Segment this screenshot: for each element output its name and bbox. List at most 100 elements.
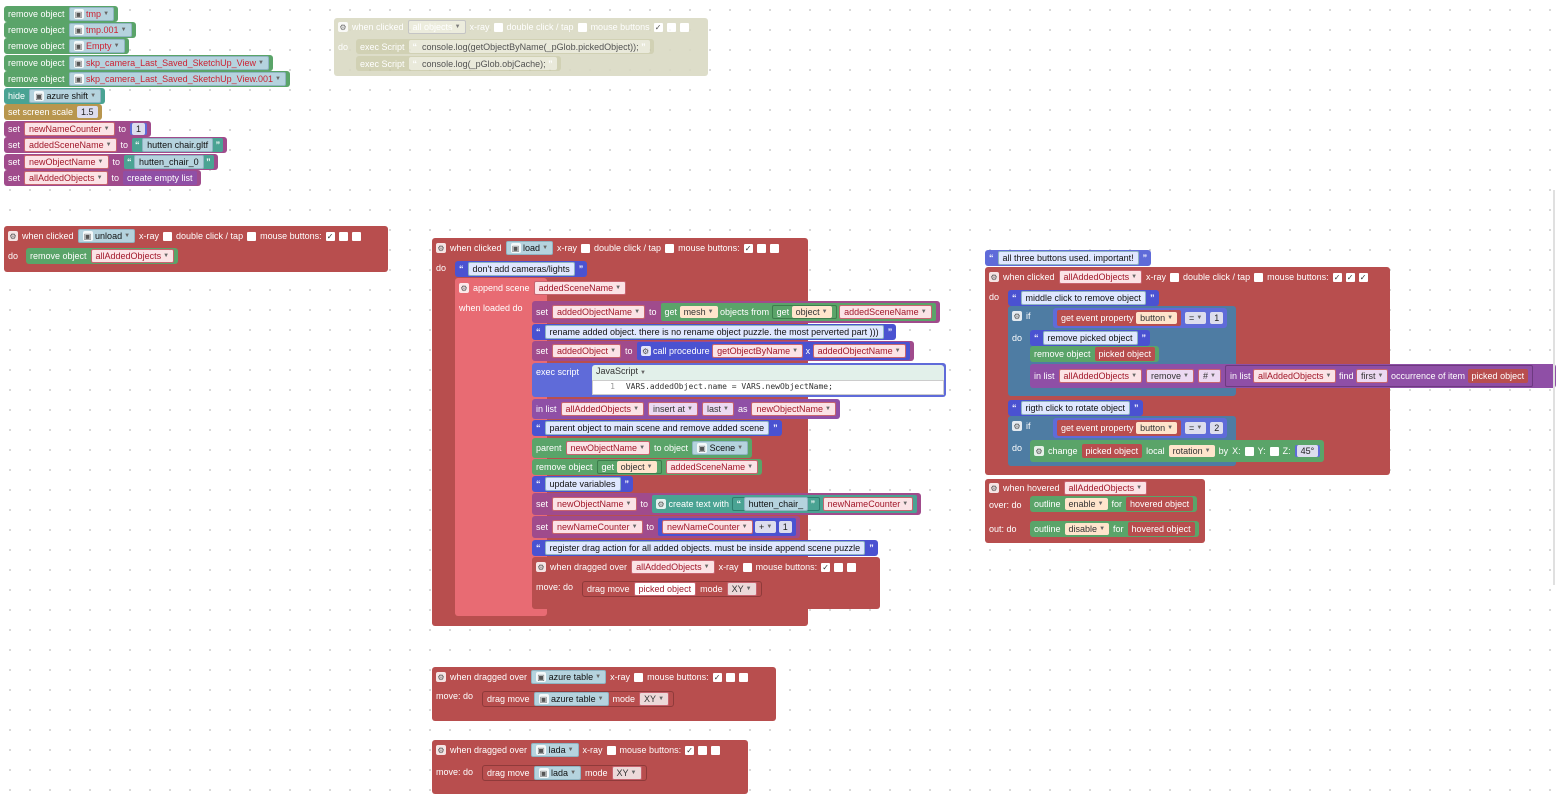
comment-middle-click[interactable]: “middle click to remove object” bbox=[1008, 290, 1159, 306]
object-dropdown[interactable]: ▣ skp_camera_Last_Saved_SketchUp_View.00… bbox=[68, 72, 286, 86]
mouse-left-checkbox[interactable]: ✓ bbox=[743, 243, 753, 253]
get-object-block[interactable]: get object▼ bbox=[771, 305, 837, 319]
xray-checkbox[interactable] bbox=[1170, 272, 1180, 282]
remove-picked-block[interactable]: remove object picked object bbox=[1030, 346, 1160, 362]
var-dropdown[interactable]: addedSceneName▼ bbox=[839, 305, 932, 319]
in-list-remove-block[interactable]: in list allAddedObjects▼ remove▼ #▼ in l… bbox=[1030, 364, 1556, 388]
var-dropdown[interactable]: newObjectName▼ bbox=[24, 155, 109, 169]
text-block[interactable]: “ hutten_chair_ ” bbox=[731, 497, 821, 511]
mouse-middle-checkbox[interactable] bbox=[338, 231, 348, 241]
settings-icon[interactable]: ⚙ bbox=[989, 483, 999, 493]
remove-object-block-1[interactable]: remove object ▣ tmp▼ bbox=[4, 6, 119, 22]
settings-icon[interactable]: ⚙ bbox=[1012, 311, 1022, 321]
exec-script-block[interactable]: exec script JavaScript▼ 1 VARS.addedObje… bbox=[532, 363, 946, 397]
drag-move-block[interactable]: drag move picked object mode XY▼ bbox=[582, 581, 762, 597]
code-line[interactable]: VARS.addedObject.name = VARS.newObjectNa… bbox=[625, 382, 833, 391]
find-block[interactable]: in list allAddedObjects▼ find first▼ occ… bbox=[1224, 365, 1534, 387]
mouse-left-checkbox[interactable]: ✓ bbox=[1332, 272, 1342, 282]
in-list-insert-block[interactable]: in list allAddedObjects▼ insert at▼ last… bbox=[532, 399, 840, 419]
settings-icon[interactable]: ⚙ bbox=[640, 346, 651, 356]
mouse-middle-checkbox[interactable] bbox=[698, 745, 708, 755]
mesh-dropdown[interactable]: mesh▼ bbox=[679, 306, 718, 318]
disable-dropdown[interactable]: disable▼ bbox=[1064, 523, 1110, 535]
number-value[interactable]: 1 bbox=[1210, 312, 1224, 324]
settings-icon[interactable]: ⚙ bbox=[338, 22, 348, 32]
xray-checkbox[interactable] bbox=[742, 562, 752, 572]
var-dropdown[interactable]: addedObjectName▼ bbox=[552, 305, 646, 319]
object-dropdown[interactable]: ▣ skp_camera_Last_Saved_SketchUp_View▼ bbox=[68, 56, 269, 70]
settings-icon[interactable]: ⚙ bbox=[436, 672, 446, 682]
set-added-object-block[interactable]: set addedObject▼ to ⚙ call procedure get… bbox=[532, 341, 914, 361]
var-dropdown[interactable]: addedObjectName▼ bbox=[812, 344, 906, 358]
set-new-object-name-block[interactable]: set newObjectName▼ to ⚙ create text with… bbox=[532, 493, 922, 515]
position-dropdown[interactable]: last▼ bbox=[701, 402, 734, 416]
settings-icon[interactable]: ⚙ bbox=[989, 272, 999, 282]
set-var-block-1[interactable]: set newNameCounter▼ to 1 bbox=[4, 121, 152, 137]
mouse-right-checkbox[interactable] bbox=[847, 562, 857, 572]
mouse-right-checkbox[interactable] bbox=[351, 231, 361, 241]
change-rotation-block[interactable]: ⚙ change picked object local rotation▼ b… bbox=[1030, 440, 1325, 462]
settings-icon[interactable]: ⚙ bbox=[459, 283, 469, 293]
comment-parent[interactable]: “parent object to main scene and remove … bbox=[532, 420, 782, 436]
mouse-middle-checkbox[interactable] bbox=[725, 672, 735, 682]
remove-added-scene-block[interactable]: remove object get object▼ addedSceneName… bbox=[532, 459, 763, 475]
property-dropdown[interactable]: button▼ bbox=[1136, 422, 1178, 434]
mouse-middle-checkbox[interactable] bbox=[756, 243, 766, 253]
script-editor[interactable]: JavaScript▼ 1 VARS.addedObject.name = VA… bbox=[592, 365, 944, 395]
script-text[interactable]: “ console.log(_pGlob.objCache); ” bbox=[408, 57, 557, 70]
set-added-object-name-block[interactable]: set addedObjectName▼ to get mesh▼ object… bbox=[532, 301, 940, 323]
object-dropdown[interactable]: ▣ tmp▼ bbox=[68, 7, 115, 21]
insert-mode-dropdown[interactable]: insert at▼ bbox=[648, 402, 698, 416]
var-dropdown[interactable]: allAddedObjects▼ bbox=[1252, 369, 1337, 383]
settings-icon[interactable]: ⚙ bbox=[8, 231, 18, 241]
var-dropdown[interactable]: addedObject▼ bbox=[552, 344, 622, 358]
set-var-block-3[interactable]: set newObjectName▼ to “ hutten_chair_0 ” bbox=[4, 154, 218, 170]
settings-icon[interactable]: ⚙ bbox=[1034, 446, 1044, 456]
set-var-block-4[interactable]: set allAddedObjects▼ to create empty lis… bbox=[4, 170, 201, 186]
picked-object[interactable]: picked object bbox=[1467, 369, 1529, 383]
mouse-left-checkbox[interactable]: ✓ bbox=[653, 22, 663, 32]
var-dropdown[interactable]: addedSceneName▼ bbox=[665, 460, 759, 474]
number-value[interactable]: 1 bbox=[778, 521, 792, 533]
unload-event-block[interactable]: ⚙ when clicked ▣ unload▼ x-ray double cl… bbox=[4, 226, 388, 272]
mouse-left-checkbox[interactable]: ✓ bbox=[325, 231, 335, 241]
xray-checkbox[interactable] bbox=[634, 672, 644, 682]
top-center-event-block[interactable]: ⚙ when clicked all objects▼ x-ray double… bbox=[334, 18, 708, 76]
number-block[interactable]: 1 bbox=[130, 123, 148, 135]
mouse-right-checkbox[interactable] bbox=[679, 22, 689, 32]
mouse-middle-checkbox[interactable]: ✓ bbox=[1345, 272, 1355, 282]
comment-remove-picked[interactable]: “remove picked object” bbox=[1030, 330, 1151, 346]
remove-object-block-2[interactable]: remove object ▣ tmp.001▼ bbox=[4, 22, 136, 38]
exec-script-block-1[interactable]: exec Script “ console.log(getObjectByNam… bbox=[356, 39, 654, 54]
mouse-left-checkbox[interactable]: ✓ bbox=[712, 672, 722, 682]
picked-object[interactable]: picked object bbox=[1094, 347, 1156, 361]
xray-checkbox[interactable] bbox=[606, 745, 616, 755]
remove-object-block-4[interactable]: remove object ▣ skp_camera_Last_Saved_Sk… bbox=[4, 55, 273, 71]
var-dropdown[interactable]: allAddedObjects▼ bbox=[631, 560, 715, 574]
object-dropdown[interactable]: ▣ Empty▼ bbox=[68, 39, 125, 53]
settings-icon[interactable]: ⚙ bbox=[436, 243, 446, 253]
number-value[interactable]: 2 bbox=[1210, 422, 1224, 434]
enable-dropdown[interactable]: enable▼ bbox=[1064, 498, 1108, 510]
get-event-property-block[interactable]: get event property button▼ bbox=[1057, 420, 1182, 436]
index-mode-dropdown[interactable]: #▼ bbox=[1197, 369, 1221, 383]
get-event-property-block[interactable]: get event property button▼ bbox=[1057, 310, 1182, 326]
mouse-right-checkbox[interactable] bbox=[711, 745, 721, 755]
xray-checkbox[interactable] bbox=[163, 231, 173, 241]
x-input[interactable] bbox=[1244, 446, 1254, 456]
settings-icon[interactable]: ⚙ bbox=[656, 499, 667, 509]
var-dropdown[interactable]: allAddedObjects▼ bbox=[90, 249, 175, 263]
rotation-dropdown[interactable]: rotation▼ bbox=[1168, 445, 1215, 457]
drag-move-block[interactable]: drag move ▣ lada▼ mode XY▼ bbox=[482, 765, 647, 781]
target-dropdown[interactable]: ▣ unload▼ bbox=[77, 229, 136, 243]
double-click-checkbox[interactable] bbox=[247, 231, 257, 241]
var-dropdown[interactable]: newNameCounter▼ bbox=[662, 520, 753, 534]
object-dropdown[interactable]: ▣ azure shift▼ bbox=[29, 89, 102, 103]
y-input[interactable] bbox=[1269, 446, 1279, 456]
get-object-block[interactable]: get object▼ bbox=[596, 460, 662, 474]
compare-block-1[interactable]: get event property button▼ =▼ 1 bbox=[1053, 308, 1228, 328]
xray-checkbox[interactable] bbox=[581, 243, 591, 253]
mouse-left-checkbox[interactable]: ✓ bbox=[685, 745, 695, 755]
outline-enable-block[interactable]: outline enable▼ for hovered object bbox=[1030, 496, 1198, 512]
var-dropdown[interactable]: allAddedObjects▼ bbox=[1058, 270, 1143, 284]
